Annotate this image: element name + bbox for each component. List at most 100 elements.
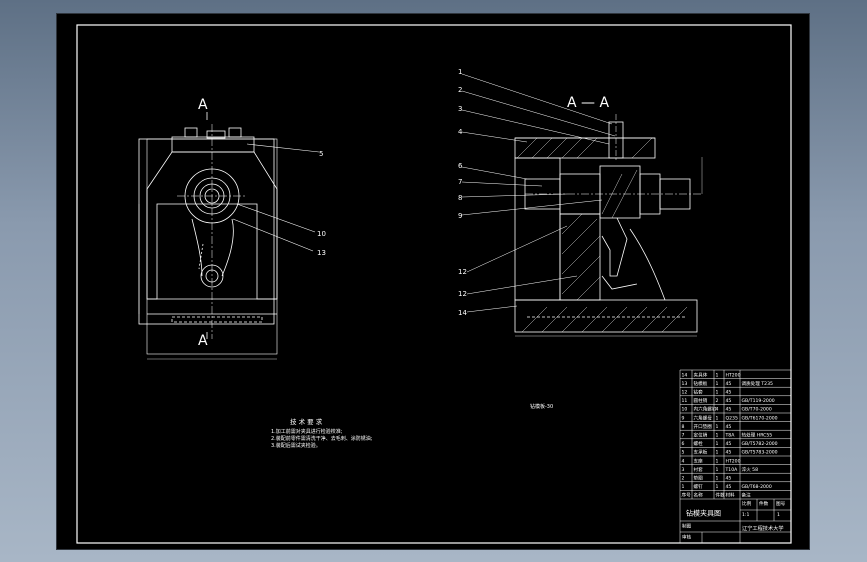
parts-cell-material: 45 [726, 390, 732, 396]
tech-req-title: 技 术 要 求 [290, 417, 323, 426]
parts-cell-qty: 1 [716, 433, 719, 439]
sheet-label: 图号 [776, 501, 786, 507]
parts-cell-no: 14 [682, 372, 688, 378]
parts-cell-material: 45 [726, 424, 732, 430]
parts-cell-no: 11 [682, 398, 688, 404]
parts-cell-no: 13 [682, 381, 688, 387]
parts-header-note: 备注 [742, 492, 752, 499]
parts-cell-qty: 1 [716, 381, 719, 387]
parts-cell-qty: 1 [716, 467, 719, 473]
parts-cell-note: 淬火 58 [742, 466, 759, 473]
parts-cell-name: 六角螺母 [694, 414, 713, 421]
parts-cell-material: 45 [726, 407, 732, 413]
parts-cell-qty: 1 [716, 415, 719, 421]
parts-cell-material: 45 [726, 450, 732, 456]
parts-cell-no: 9 [682, 415, 685, 421]
callout-9: 9 [458, 212, 462, 220]
parts-cell-material: HT200 [726, 372, 741, 378]
parts-header-no: 序号 [682, 492, 692, 499]
drawing-name: 钻模夹具图 [686, 509, 721, 518]
callout-14: 14 [458, 309, 467, 317]
callout-12a: 12 [458, 268, 467, 276]
callout-5: 5 [319, 150, 323, 158]
parts-cell-name: 支承板 [694, 449, 708, 456]
parts-header-name: 名称 [694, 492, 704, 499]
parts-cell-qty: 1 [716, 424, 719, 430]
parts-cell-note: GB/T70-2000 [742, 407, 772, 413]
parts-cell-note: 调质处理 T235 [742, 380, 773, 387]
parts-cell-note: 热处理 HRC55 [742, 432, 773, 439]
callout-1: 1 [458, 68, 462, 76]
parts-cell-material: HT200 [726, 458, 741, 464]
callout-10: 10 [317, 230, 326, 238]
parts-cell-name: 螺钉 [694, 483, 704, 490]
front-view [138, 112, 320, 360]
parts-cell-material: 45 [726, 484, 732, 490]
parts-cell-no: 6 [682, 441, 685, 447]
qty-label: 件数 [759, 500, 769, 507]
parts-cell-no: 10 [682, 407, 688, 413]
parts-header-material: 材料 [726, 492, 736, 499]
inner-border [76, 24, 792, 544]
callout-4: 4 [458, 128, 463, 136]
parts-cell-qty: 1 [716, 441, 719, 447]
callout-3: 3 [458, 105, 462, 113]
parts-cell-no: 5 [682, 450, 685, 456]
parts-cell-qty: 1 [716, 390, 719, 396]
section-marker-bottom: A [198, 333, 208, 349]
parts-cell-material: 45 [726, 381, 732, 387]
parts-cell-qty: 1 [716, 372, 719, 378]
parts-cell-name: 垫圈 [694, 475, 704, 482]
parts-cell-qty: 1 [716, 476, 719, 482]
parts-cell-qty: 1 [716, 450, 719, 456]
parts-header-qty: 件数 [716, 492, 726, 499]
parts-cell-name: 定位销 [694, 432, 708, 439]
parts-cell-note: GB/T119-2000 [742, 398, 775, 404]
parts-cell-name: 支座 [694, 457, 704, 464]
parts-cell-name: 衬套 [694, 466, 704, 473]
side-leaders [461, 73, 616, 313]
callout-8: 8 [458, 194, 462, 202]
parts-cell-name: 圆柱销 [694, 397, 708, 404]
tech-req-line-3: 3.装配后需试夹检验。 [271, 442, 321, 449]
callout-6: 6 [458, 162, 463, 170]
parts-cell-no: 2 [682, 476, 685, 482]
scale-value: 1:1 [742, 512, 749, 518]
school-name: 辽宁工程技术大学 [742, 524, 784, 532]
cad-drawing-canvas: A A 5 10 13 [76, 24, 792, 544]
sheet-value: 1 [777, 512, 780, 518]
callout-12b: 12 [458, 290, 467, 298]
parts-cell-note: GB/T68-2000 [742, 484, 772, 490]
parts-cell-qty: 1 [716, 484, 719, 490]
parts-cell-no: 12 [682, 390, 688, 396]
callout-13: 13 [317, 249, 326, 257]
parts-cell-name: 夹具体 [694, 371, 708, 378]
parts-cell-no: 3 [682, 467, 685, 473]
parts-cell-material: 45 [726, 441, 732, 447]
drawing-sheet: A A 5 10 13 [57, 14, 809, 549]
designer-label: 制图 [682, 523, 692, 530]
parts-cell-name: 螺栓 [694, 440, 704, 447]
parts-cell-no: 8 [682, 424, 685, 430]
section-hatching [516, 137, 688, 333]
parts-cell-note: GB/T5783-2000 [742, 450, 778, 456]
parts-cell-name: 开口垫圈 [694, 423, 713, 430]
tech-req-line-2: 2.装配前零件需清洗干净、去毛刺、涂防锈油; [271, 435, 373, 442]
parts-cell-material: Q235 [726, 415, 738, 421]
parts-cell-material: 45 [726, 476, 732, 482]
parts-cell-note: GB/T5782-2000 [742, 441, 778, 447]
parts-cell-material: T8A [725, 433, 736, 439]
parts-cell-qty: 2 [716, 398, 719, 404]
parts-cell-name: 钻套 [694, 389, 704, 396]
center-note: 钻模板-30 [530, 403, 553, 410]
parts-cell-name: 内六角螺钉 [694, 406, 717, 413]
scale-label: 比例 [742, 500, 752, 507]
callout-7: 7 [458, 178, 462, 186]
reviewer-label: 审核 [682, 534, 692, 541]
side-view [514, 114, 703, 337]
parts-cell-note: GB/T6170-2000 [742, 415, 778, 421]
parts-cell-no: 7 [682, 433, 685, 439]
tech-req-line-1: 1.加工前需对夹具进行检验校准; [271, 428, 343, 435]
parts-cell-no: 4 [682, 458, 685, 464]
parts-cell-name: 钻模板 [694, 380, 708, 387]
